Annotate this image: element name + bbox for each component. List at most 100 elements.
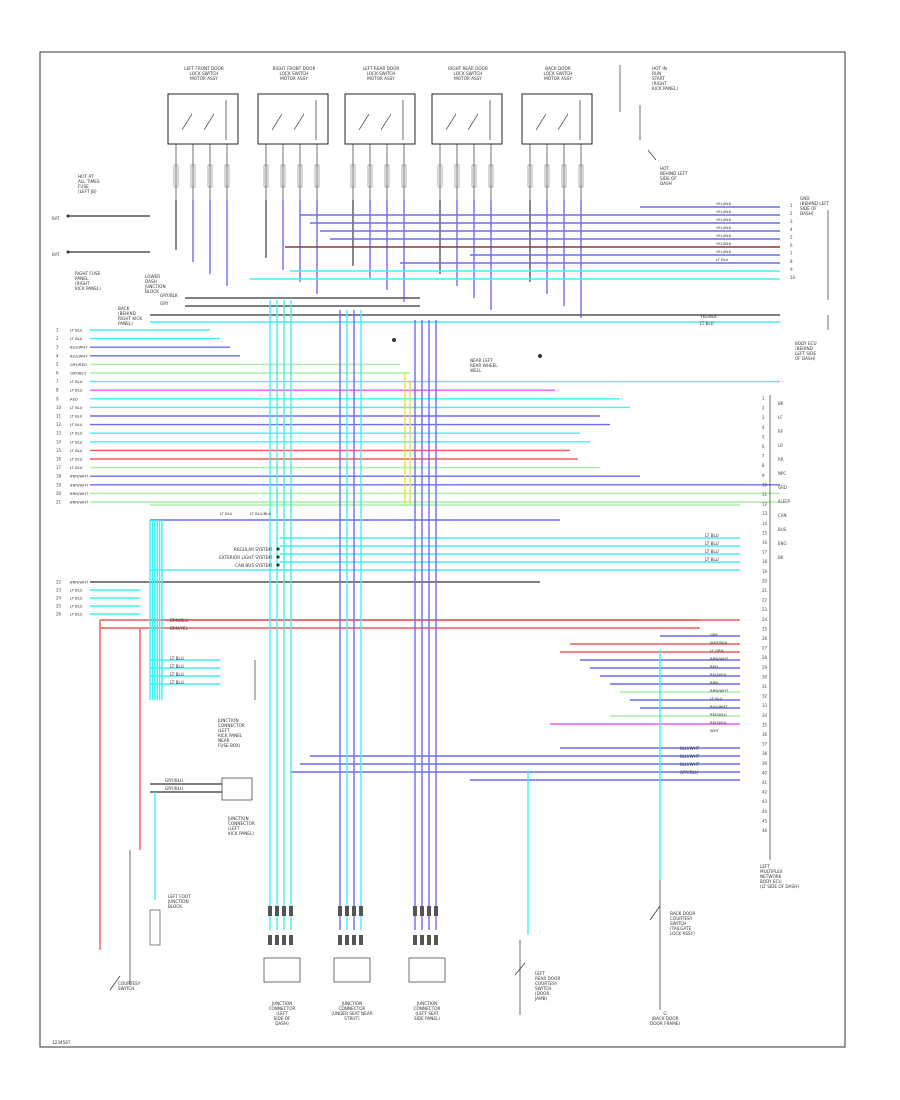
switch-label-lr: LEFT REAR DOOR: [363, 66, 400, 71]
right-pin-name: LF: [778, 415, 783, 420]
top-right-wire-label: YEL/BLK: [716, 209, 732, 214]
right-pin-name: RF: [778, 429, 784, 434]
ecu-pin-number: 20: [762, 578, 768, 583]
lower-left-pin: 24: [56, 596, 62, 601]
junction-a-label: CONNECTOR: [218, 723, 245, 728]
lower-left-wire-label: LT BLU: [70, 596, 83, 601]
connector-terminal: [359, 935, 363, 945]
pin-label-box: [350, 164, 356, 188]
switch-label-lf: LEFT FRONT DOOR: [184, 66, 224, 71]
ecu-pin-number: 10: [762, 482, 768, 487]
right-pin-name: RR: [778, 457, 784, 462]
left-pin-number: 20: [56, 491, 62, 496]
pin-label-box: [173, 164, 179, 188]
left-pin-number: 1: [56, 328, 59, 333]
connector-terminal: [345, 906, 349, 916]
switch-label-rr: LOCK SWITCH: [454, 71, 483, 76]
right-ltblu-label: LT BLU: [705, 533, 719, 538]
ecu-unit-label: NETWORK: [760, 874, 782, 879]
junction-wire-label: GRY: [160, 301, 169, 306]
terminal: [66, 214, 70, 218]
footer-code: 1234567: [52, 1040, 71, 1045]
left-foot-box: [149, 909, 161, 946]
junction-connector-box: [263, 957, 301, 983]
left-pin-wire-label: BRN/WHT: [70, 482, 89, 487]
ecu-pin-number: 45: [762, 818, 768, 823]
g-label: DOOR FRAME): [650, 1021, 680, 1026]
right-pin-wire-label: RED/BLK: [710, 720, 727, 725]
right-lower-wire-label: BLU/WHT: [680, 754, 700, 759]
junction-connector-label: CONNECTOR: [339, 1006, 366, 1011]
ecu-pin-number: 6: [762, 444, 765, 449]
pin-label-box: [224, 164, 230, 188]
bat-label: BAT: [52, 252, 60, 257]
connector-terminal: [282, 935, 286, 945]
splice: [392, 338, 396, 342]
connector-terminal: [275, 935, 279, 945]
gnd-label: GND: [800, 196, 810, 201]
lower-left-wire-label: LT BLU: [70, 604, 83, 609]
right-pin-wire-label: BRN/WHT: [710, 656, 729, 661]
rear-door-switch: [514, 940, 526, 1015]
ecu-unit-label: MULTIPLEX: [760, 869, 783, 874]
g-label: G: [663, 1011, 666, 1016]
left-pin-wire-label: LT BLU: [70, 439, 83, 444]
left-pin-wire-label: GRY/RED: [70, 362, 87, 367]
left-foot-wire: LT BLU: [170, 672, 184, 677]
left-pin-number: 11: [56, 414, 62, 419]
ecu-pin-number: 14: [762, 521, 768, 526]
switch-contact: [181, 113, 215, 131]
courtesy-switch-symbol: [109, 850, 131, 991]
top-right-pin: 4: [790, 227, 793, 232]
ecu-pin-number: 17: [762, 550, 768, 555]
connector-terminal: [282, 906, 286, 916]
ecu-pin-number: 44: [762, 809, 768, 814]
ecu-pin-number: 3: [762, 415, 765, 420]
right-pin-name: LR: [778, 443, 783, 448]
switch-contact: [535, 113, 569, 131]
connector-terminal: [413, 935, 417, 945]
back-door-label: SWITCH: [670, 921, 686, 926]
switch-label-rr: MOTOR ASSY: [454, 76, 482, 81]
top-right-pin: 10: [790, 275, 796, 280]
left-foot-label: JUNCTION: [167, 899, 189, 904]
ecu-pin-number: 30: [762, 674, 768, 679]
connector-terminal: [434, 935, 438, 945]
ecu-pin-number: 1: [762, 396, 765, 401]
pin-label-box: [561, 164, 567, 188]
right-lower-wire-label: BLU/WHT: [680, 746, 700, 751]
right-top-label: RUN: [652, 71, 661, 76]
right-top-label: START: [652, 76, 665, 81]
right-pin-name: BUS: [778, 527, 787, 532]
gnd-label: SIDE OF: [800, 206, 817, 211]
right-top-label: (RIGHT: [652, 81, 667, 86]
right-ltblu-label: LT BLU: [705, 549, 719, 554]
connector-terminal: [345, 935, 349, 945]
pin-label-box: [488, 164, 494, 188]
left-pin-number: 7: [56, 379, 59, 384]
switch-label-bk: LOCK SWITCH: [544, 71, 573, 76]
right-lower-wire-label: BLU/WHT: [680, 762, 700, 767]
connector-terminal: [420, 906, 424, 916]
left-pin-wire-label: LT BLU: [70, 379, 83, 384]
splice: [538, 354, 542, 358]
right-pin-name: GRD: [778, 485, 787, 490]
rear-door-label: COURTESY: [535, 981, 558, 986]
pin-label-box: [314, 164, 320, 188]
pin-label-box: [190, 164, 196, 188]
lower-left-pin: 26: [56, 612, 62, 617]
ecu-pin-number: 43: [762, 799, 768, 804]
ecu-pin-number: 21: [762, 588, 768, 593]
system-label: CAN BUS SYSTEM: [235, 563, 272, 568]
junction-b-label: KICK PANEL): [228, 831, 254, 836]
ecu-unit-label: LEFT: [760, 864, 770, 869]
body-ecu-label: LEFT SIDE: [795, 351, 816, 356]
ecu-pin-number: 37: [762, 742, 768, 747]
right-pin-name: BK: [778, 401, 784, 406]
connector-terminal: [289, 906, 293, 916]
left-pin-number: 4: [56, 353, 59, 358]
left-foot-wire: LT BLU: [170, 680, 184, 685]
left-pin-number: 12: [56, 422, 62, 427]
fuse-right-label: RIGHT FUSE: [75, 271, 101, 276]
switch-label-lr: LOCK SWITCH: [367, 71, 396, 76]
